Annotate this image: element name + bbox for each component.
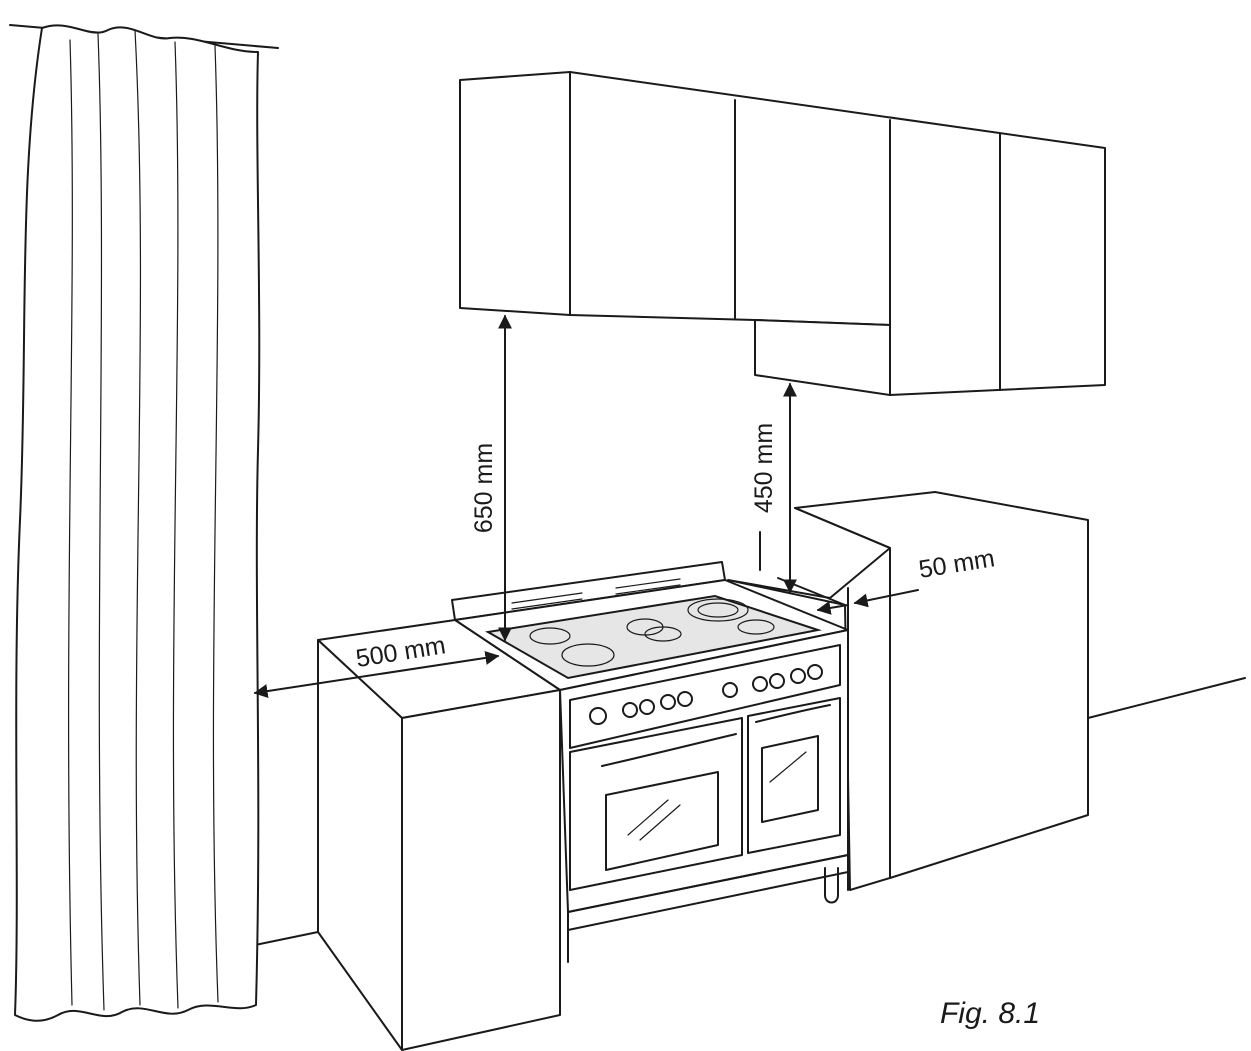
- wall-cabinets: [459, 71, 1106, 396]
- arrow-500: [253, 650, 500, 699]
- range-cooker: [451, 561, 849, 963]
- curtain: [9, 24, 279, 1022]
- label-450mm: 450 mm: [750, 423, 778, 513]
- dimension-arrows: [253, 314, 919, 699]
- control-knobs: [589, 664, 823, 725]
- arrow-50-right: [853, 589, 919, 608]
- figure-caption: Fig. 8.1: [940, 997, 1040, 1030]
- cooking-zones: [529, 598, 775, 667]
- label-650mm: 650 mm: [470, 443, 498, 533]
- vent-grilles: [511, 578, 681, 610]
- arrow-50-left: [816, 601, 849, 615]
- floor-lines: [254, 677, 1246, 946]
- left-base-cabinet: [317, 619, 561, 1051]
